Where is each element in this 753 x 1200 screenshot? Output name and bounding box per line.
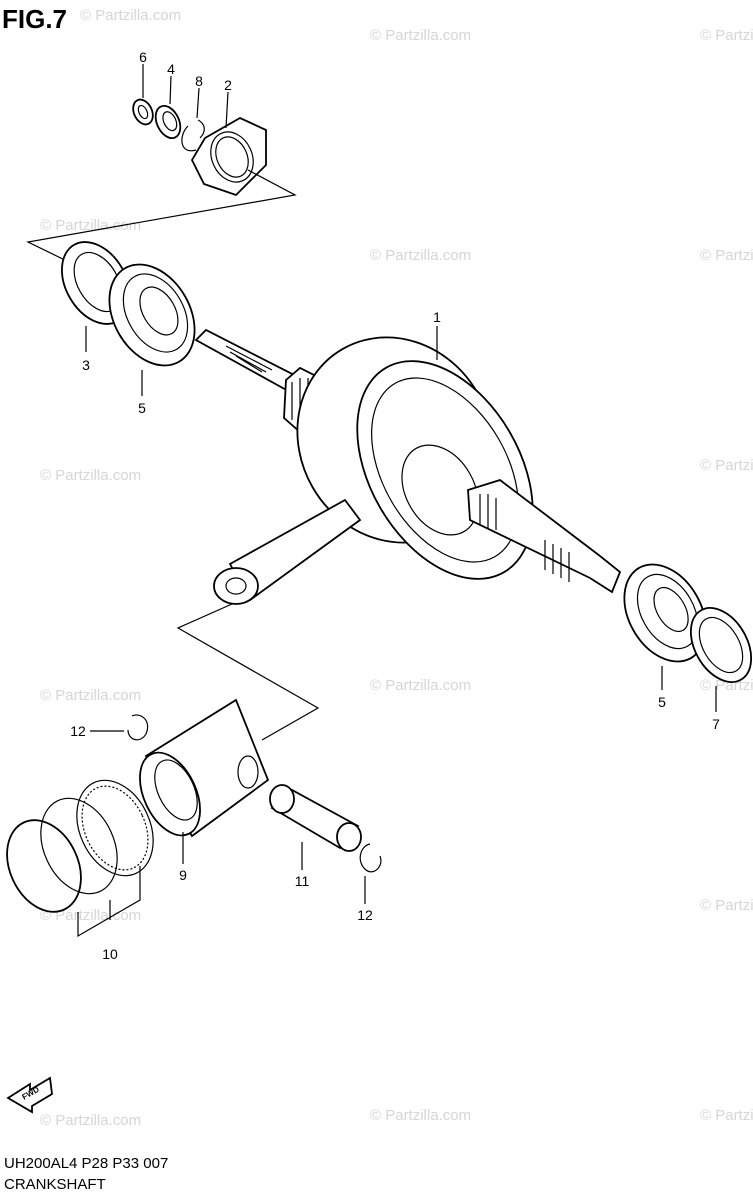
part-12-circlip-right	[359, 843, 382, 873]
watermark-text: © Partzilla.com	[40, 217, 141, 234]
callout-11: 11	[295, 873, 310, 889]
callouts: 1 2 3 4 5 5 6 7 8 9 10 11 12 12	[70, 49, 720, 962]
watermark-text: © Partzilla.com	[370, 247, 471, 264]
watermark-text: © Partzilla.com	[40, 687, 141, 704]
part-8-circlip	[181, 119, 205, 152]
watermark-text: © Partzilla.com	[80, 7, 181, 24]
callout-7: 7	[712, 716, 720, 732]
watermark-text: © Partzilla.com	[700, 1107, 753, 1124]
part-10-piston-ring-set	[6, 779, 154, 938]
callout-12-right: 12	[357, 907, 373, 923]
callout-1: 1	[433, 309, 441, 325]
callout-2: 2	[224, 77, 232, 93]
watermarks: © Partzilla.com © Partzilla.com © Partzi…	[40, 7, 753, 1129]
callout-4: 4	[167, 61, 175, 77]
watermark-text: © Partzilla.com	[700, 27, 753, 44]
callout-9: 9	[179, 867, 187, 883]
part-1-crankshaft-assembly	[194, 328, 622, 605]
watermark-text: © Partzilla.com	[370, 1107, 471, 1124]
part-4-bearing	[154, 105, 182, 139]
callout-5-right: 5	[658, 694, 666, 710]
callout-12-left: 12	[70, 723, 86, 739]
callout-10: 10	[102, 946, 118, 962]
part-12-circlip-left	[127, 714, 149, 741]
part-2-nut	[190, 116, 267, 197]
part-5-bearing-right	[623, 563, 707, 663]
watermark-text: © Partzilla.com	[370, 27, 471, 44]
part-6-oil-seal	[132, 98, 154, 126]
leader-lines	[85, 64, 717, 904]
callout-8: 8	[195, 73, 203, 89]
watermark-text: © Partzilla.com	[40, 1112, 141, 1129]
callout-3: 3	[82, 357, 90, 373]
watermark-text: © Partzilla.com	[370, 677, 471, 694]
watermark-text: © Partzilla.com	[40, 467, 141, 484]
part-7-oil-seal	[689, 607, 753, 683]
connector-line	[26, 169, 297, 266]
figure-name: CRANKSHAFT	[4, 1176, 106, 1193]
model-code: UH200AL4 P28 P33 007	[4, 1155, 169, 1172]
watermark-text: © Partzilla.com	[700, 897, 753, 914]
callout-6: 6	[139, 49, 147, 65]
part-5-bearing-left	[108, 263, 196, 367]
figure-title: FIG.7	[2, 4, 68, 34]
watermark-text: © Partzilla.com	[40, 907, 141, 924]
fwd-arrow-icon: FWD	[6, 1076, 53, 1114]
callout-5-left: 5	[138, 400, 146, 416]
watermark-text: © Partzilla.com	[700, 457, 753, 474]
connector-line	[176, 603, 320, 741]
part-9-piston	[139, 698, 270, 838]
part-11-piston-pin	[269, 784, 362, 852]
watermark-text: © Partzilla.com	[700, 247, 753, 264]
